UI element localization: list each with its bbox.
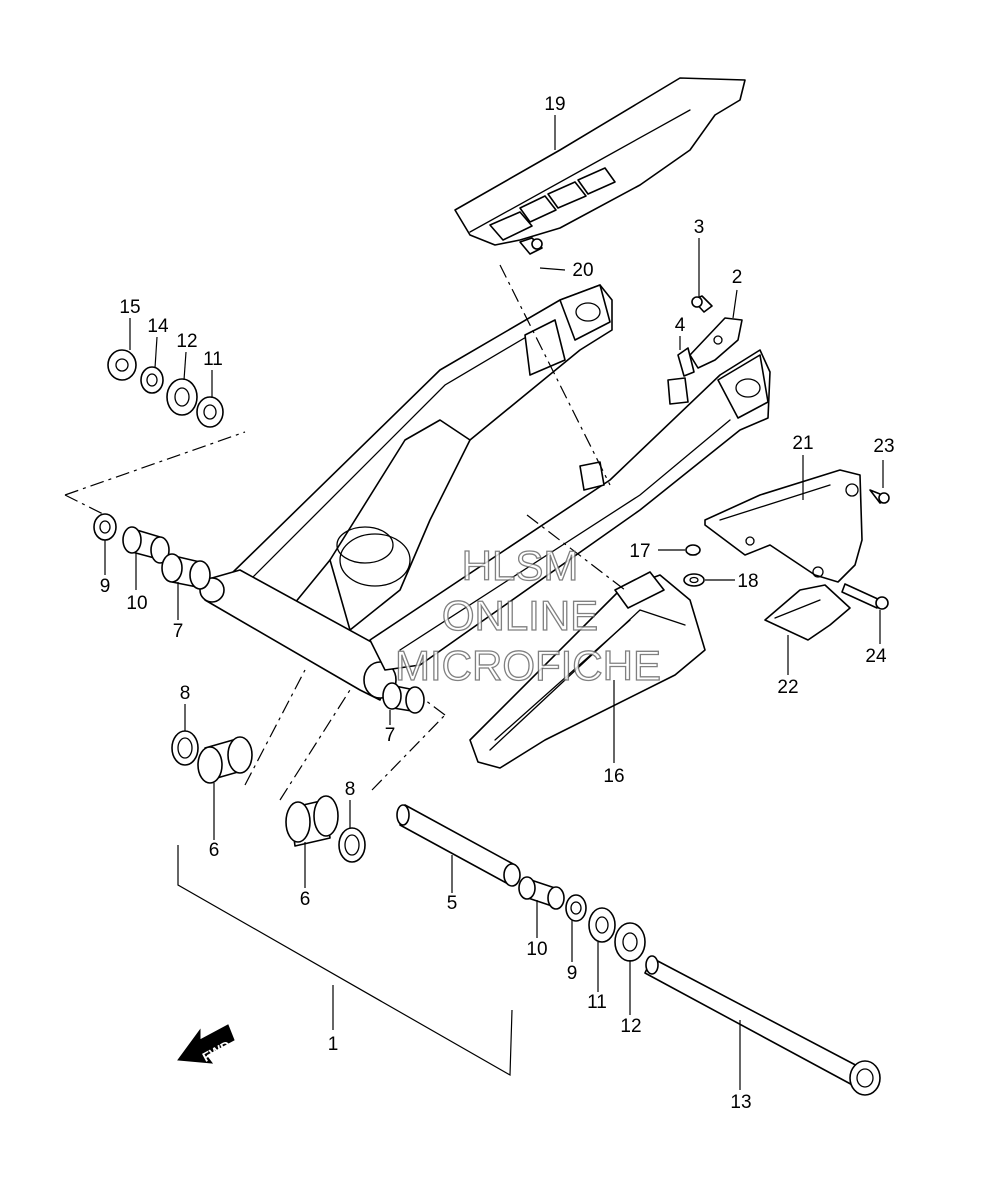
label-part-12-left: 12 — [176, 331, 197, 352]
seal-11-left[interactable] — [196, 396, 224, 428]
label-part-19: 19 — [544, 94, 565, 115]
label-part-13: 13 — [730, 1092, 751, 1113]
label-part-20: 20 — [572, 260, 593, 281]
spacer-10-right[interactable] — [518, 876, 565, 910]
watermark: HLSM ONLINE MICROFICHE — [394, 541, 661, 689]
bracket-21[interactable] — [704, 469, 863, 583]
cover-22[interactable] — [764, 584, 851, 641]
bushing-7-left[interactable] — [161, 553, 211, 590]
label-part-8-left: 8 — [180, 683, 191, 704]
label-part-5: 5 — [447, 893, 458, 914]
bearing-12-right[interactable] — [614, 922, 646, 962]
label-part-10-left: 10 — [126, 593, 147, 614]
seal-9-right[interactable] — [565, 894, 587, 922]
pivot-bolt-13[interactable] — [644, 955, 881, 1096]
label-part-11-right: 11 — [587, 992, 607, 1013]
bushing-7-right[interactable] — [382, 682, 425, 714]
seal-11-right[interactable] — [588, 907, 616, 943]
label-part-6-left: 6 — [209, 840, 220, 861]
seal-8-left[interactable] — [171, 730, 199, 766]
clip-4[interactable] — [677, 347, 695, 377]
label-part-2: 2 — [732, 267, 743, 288]
label-part-16: 16 — [603, 766, 624, 787]
washer-14[interactable] — [140, 366, 164, 394]
label-part-9-right: 9 — [567, 963, 578, 984]
label-part-7-right: 7 — [385, 725, 396, 746]
watermark-line-3: MICROFICHE — [395, 642, 661, 689]
nut-15[interactable] — [107, 349, 137, 381]
pivot-spacer-5[interactable] — [396, 804, 521, 887]
fwd-arrow-badge: FWD — [177, 1024, 235, 1065]
seal-8-right[interactable] — [338, 827, 366, 863]
watermark-line-1: HLSM — [462, 542, 579, 589]
label-part-17: 17 — [629, 541, 650, 562]
bolt-23[interactable] — [869, 489, 890, 504]
assembly-lines — [64, 264, 626, 801]
label-part-24: 24 — [865, 646, 887, 667]
label-part-14: 14 — [147, 316, 169, 337]
label-part-6-right: 6 — [300, 889, 311, 910]
label-part-18: 18 — [737, 571, 758, 592]
bushing-6-right[interactable] — [285, 795, 339, 847]
bolt-24[interactable] — [841, 583, 889, 610]
seal-9-left[interactable] — [93, 513, 117, 541]
label-part-22: 22 — [777, 677, 798, 698]
chain-slider[interactable] — [469, 571, 706, 769]
bearing-12-left[interactable] — [166, 378, 198, 416]
label-part-9-left: 9 — [100, 576, 111, 597]
label-part-21: 21 — [792, 433, 813, 454]
label-part-11-left: 11 — [203, 349, 223, 370]
bolt-3[interactable] — [691, 295, 713, 313]
label-part-1: 1 — [328, 1034, 339, 1055]
label-part-15: 15 — [119, 297, 140, 318]
watermark-line-2: ONLINE — [442, 592, 598, 639]
chain-guard-upper[interactable] — [454, 77, 746, 246]
assembly-1-bracket — [177, 845, 513, 1077]
swingarm-body[interactable] — [199, 284, 771, 701]
label-part-12-right: 12 — [620, 1016, 641, 1037]
label-part-4: 4 — [675, 315, 686, 336]
label-part-7-left: 7 — [173, 621, 184, 642]
washer-18[interactable] — [683, 573, 705, 587]
leader-lines — [104, 115, 884, 1090]
label-part-10-right: 10 — [526, 939, 547, 960]
label-part-8-right: 8 — [345, 779, 356, 800]
screw-17[interactable] — [685, 544, 701, 556]
bolt-20[interactable] — [519, 237, 543, 255]
part-labels: 19 20 3 2 4 15 14 12 11 9 10 7 8 6 6 8 7… — [100, 94, 895, 1113]
label-part-23: 23 — [873, 436, 894, 457]
label-part-3: 3 — [694, 217, 705, 238]
bushing-6-left[interactable] — [197, 736, 253, 784]
spacer-10-left[interactable] — [122, 526, 170, 564]
bracket-2[interactable] — [689, 317, 743, 369]
